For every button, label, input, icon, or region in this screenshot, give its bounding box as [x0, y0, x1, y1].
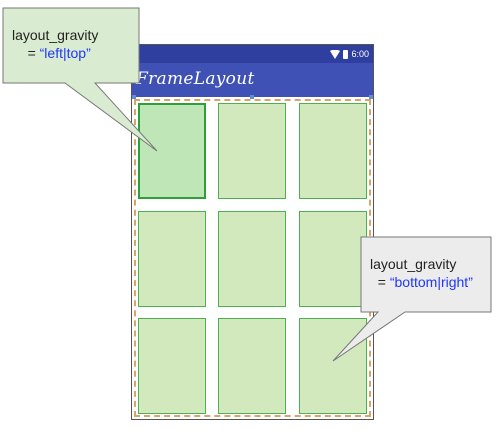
frame-layout	[132, 95, 373, 419]
cell-right-center[interactable]	[299, 211, 367, 307]
cell-center[interactable]	[218, 211, 286, 307]
app-title: FrameLayout	[136, 69, 255, 89]
selection-handle[interactable]	[369, 95, 373, 99]
callout-value: “bottom|right”	[389, 274, 473, 290]
status-icons: 6:00	[330, 48, 369, 60]
callout-bottom-right-shape	[332, 236, 492, 362]
callout-equals: =	[27, 45, 40, 61]
callout-label: layout_gravity	[370, 256, 457, 272]
callout-left-top-shape	[2, 7, 158, 152]
selection-handle[interactable]	[250, 95, 254, 99]
cell-left-center[interactable]	[138, 211, 206, 307]
app-bar: FrameLayout	[132, 63, 373, 97]
selection-handle[interactable]	[132, 95, 136, 99]
cell-left-top[interactable]	[138, 103, 206, 199]
status-bar: 6:00	[132, 45, 373, 63]
callout-bottom-right: layout_gravity = “bottom|right”	[370, 255, 473, 291]
cell-right-top[interactable]	[299, 103, 367, 199]
phone-screen: 6:00 FrameLayout	[131, 44, 374, 420]
cell-left-bottom[interactable]	[138, 318, 206, 414]
callout-equals: =	[377, 274, 390, 290]
callout-value: “left|top”	[39, 45, 91, 61]
battery-icon	[343, 49, 349, 59]
callout-label: layout_gravity	[12, 27, 99, 43]
cell-center-top[interactable]	[218, 103, 286, 199]
callout-left-top: layout_gravity = “left|top”	[12, 26, 98, 62]
wifi-icon	[330, 49, 341, 59]
cell-center-bottom[interactable]	[218, 318, 286, 414]
cell-bottom-right[interactable]	[299, 318, 367, 414]
status-time: 6:00	[351, 49, 369, 59]
